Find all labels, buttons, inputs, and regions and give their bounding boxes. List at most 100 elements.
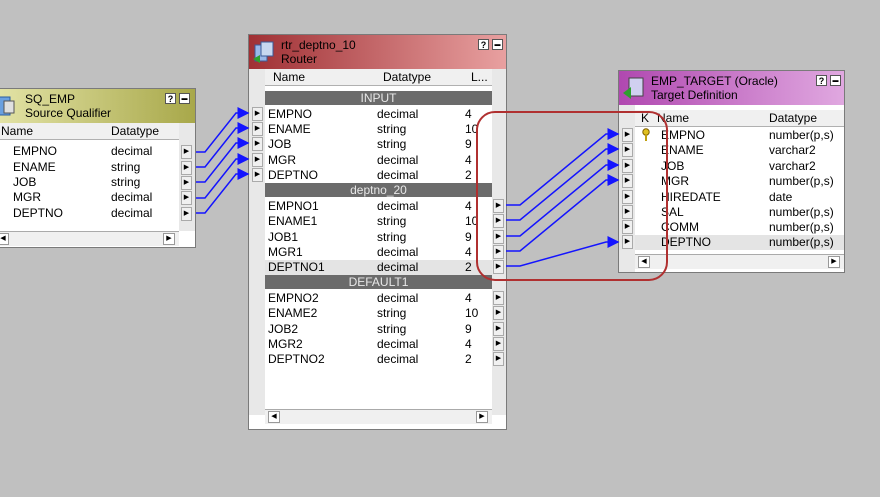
sq-emp-title: SQ_EMP [25,92,76,106]
sq-emp-title-bar[interactable]: SQ_EMP Source Qualifier ? ▬ [0,89,195,123]
router-icon [253,41,274,63]
input-port[interactable]: ▶ [622,205,633,219]
output-port[interactable]: ▶ [493,291,504,305]
input-port[interactable]: ▶ [252,137,263,151]
output-port[interactable]: ▶ [493,214,504,228]
minimize-button[interactable]: ▬ [179,93,190,104]
minimize-button[interactable]: ▬ [830,75,841,86]
minimize-button[interactable]: ▬ [492,39,503,50]
col-key: K [641,111,650,125]
group-input: INPUT [265,91,492,105]
output-port[interactable]: ▶ [493,260,504,274]
output-port[interactable]: ▶ [493,322,504,336]
router-subtitle: Router [281,52,318,66]
target-subtitle: Target Definition [651,88,738,102]
router-header: Name Datatype L... [265,69,492,86]
router-transform[interactable]: rtr_deptno_10 Router ? ▬ Name Datatype L… [248,34,507,430]
input-port[interactable]: ▶ [622,235,633,249]
input-port[interactable]: ▶ [252,168,263,182]
col-datatype: Datatype [383,70,432,84]
output-port[interactable]: ▶ [181,191,192,205]
input-port[interactable]: ▶ [622,159,633,173]
router-title-bar[interactable]: rtr_deptno_10 Router ? ▬ [249,35,506,69]
scroll-left-icon[interactable]: ◀ [638,256,650,268]
output-port[interactable]: ▶ [493,337,504,351]
input-port[interactable]: ▶ [252,107,263,121]
horizontal-scrollbar[interactable]: ◀ ▶ [635,254,844,269]
link-job1 [506,159,620,237]
scroll-right-icon[interactable]: ▶ [828,256,840,268]
input-port[interactable]: ▶ [252,153,263,167]
group-deptno-20: deptno_20 [265,183,492,197]
scroll-left-icon[interactable]: ◀ [268,411,280,423]
input-port[interactable]: ▶ [622,143,633,157]
output-port[interactable]: ▶ [493,230,504,244]
router-title: rtr_deptno_10 [281,38,356,52]
help-button[interactable]: ? [816,75,827,86]
col-length: L... [471,70,488,84]
output-port[interactable]: ▶ [493,199,504,213]
output-port[interactable]: ▶ [493,306,504,320]
scroll-left-icon[interactable]: ◀ [0,233,9,245]
horizontal-scrollbar[interactable]: ◀ ▶ [265,409,492,424]
link-ename [196,122,250,168]
output-port[interactable]: ▶ [181,145,192,159]
scroll-right-icon[interactable]: ▶ [163,233,175,245]
target-title-bar[interactable]: EMP_TARGET (Oracle) Target Definition ? … [619,71,844,105]
input-port[interactable]: ▶ [252,122,263,136]
help-button[interactable]: ? [478,39,489,50]
link-mgr1 [506,174,620,252]
horizontal-scrollbar[interactable]: ◀ ▶ [0,231,179,246]
link-job [196,137,250,183]
primary-key-icon [642,128,650,141]
target-definition[interactable]: EMP_TARGET (Oracle) Target Definition ? … [618,70,845,273]
scroll-right-icon[interactable]: ▶ [476,411,488,423]
col-name: Name [273,70,306,84]
output-port[interactable]: ▶ [181,207,192,221]
input-port[interactable]: ▶ [622,128,633,142]
sq-emp-transform[interactable]: SQ_EMP Source Qualifier ? ▬ Name Datatyp… [0,88,196,248]
output-port[interactable]: ▶ [181,161,192,175]
output-port[interactable]: ▶ [181,176,192,190]
link-deptno1 [506,236,620,267]
target-definition-icon [623,77,644,99]
link-deptno [196,168,250,214]
link-mgr [196,153,250,199]
col-datatype: Datatype [769,111,818,125]
output-port[interactable]: ▶ [493,352,504,366]
sq-emp-header: Name Datatype [0,123,179,140]
col-name: Name [1,124,34,138]
group-default1: DEFAULT1 [265,275,492,289]
output-port[interactable]: ▶ [493,245,504,259]
input-port[interactable]: ▶ [622,174,633,188]
input-port[interactable]: ▶ [622,190,633,204]
link-empno1 [506,128,620,206]
help-button[interactable]: ? [165,93,176,104]
input-port[interactable]: ▶ [622,220,633,234]
